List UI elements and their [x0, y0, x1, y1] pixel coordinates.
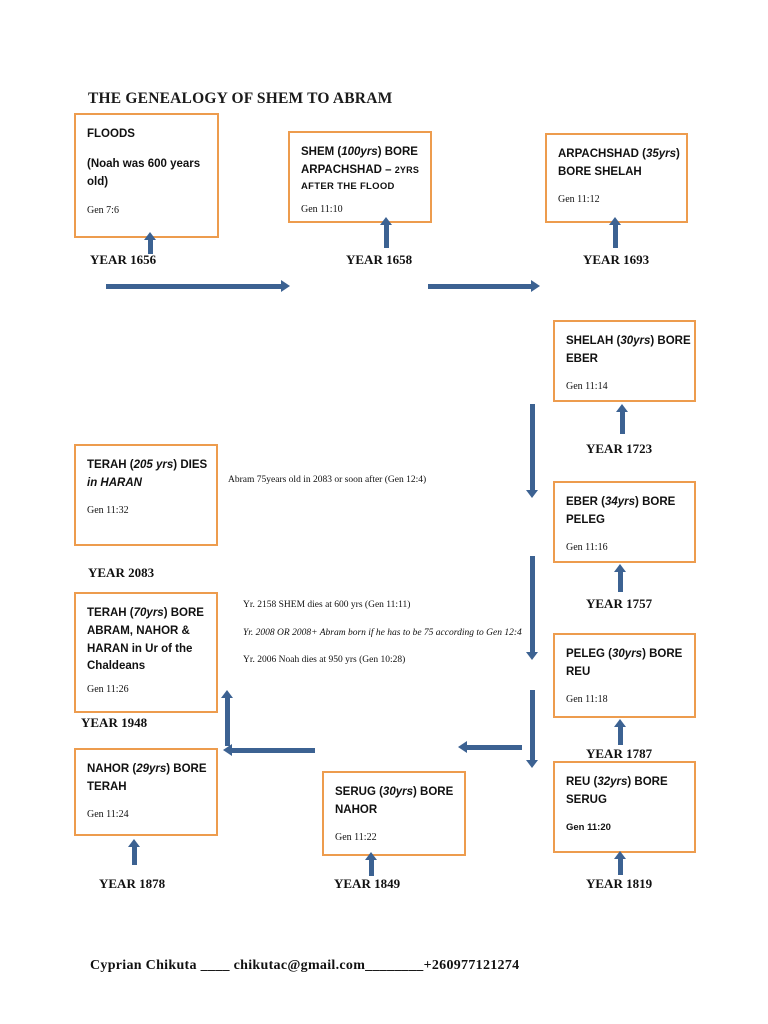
- year-1819-label: YEAR 1819: [586, 876, 653, 891]
- arrowhead-1656-right-icon: [281, 280, 290, 292]
- box-shelah-bore-eber: SHELAH (30yrs) BORE EBER Gen 11:14: [553, 320, 696, 402]
- peleg-reference: Gen 11:18: [566, 693, 608, 705]
- arrowhead-1658-right-icon: [531, 280, 540, 292]
- note-abram-born: Yr. 2008 OR 2008+ Abram born if he has t…: [243, 628, 522, 638]
- arrowhead-shelah-up-icon: [616, 404, 628, 412]
- box-nahor-bore-terah: NAHOR (29yrs) BORE TERAH Gen 11:24: [74, 748, 218, 836]
- connector-shem-to-year: [384, 223, 389, 248]
- year-1878-label: YEAR 1878: [99, 876, 166, 891]
- connector-peleg-to-year-1787: [618, 725, 623, 745]
- year-1787-label: YEAR 1787: [586, 746, 653, 761]
- box-eber-bore-peleg: EBER (34yrs) BORE PELEG Gen 11:16: [553, 481, 696, 563]
- terah-dies-line1: TERAH (205 yrs) DIES: [87, 459, 208, 471]
- terah-abram-line2: ABRAM, NAHOR &: [87, 624, 190, 637]
- arrowhead-nahor-left-icon: [223, 744, 232, 756]
- connector-floods-to-year: [148, 238, 153, 254]
- shelah-reference: Gen 11:14: [566, 380, 608, 392]
- connector-1656-to-1658: [106, 284, 281, 289]
- shelah-line2: EBER: [566, 352, 598, 365]
- note-shem-dies: Yr. 2158 SHEM dies at 600 yrs (Gen 11:11…: [243, 600, 411, 610]
- terah-abram-reference: Gen 11:26: [87, 684, 129, 696]
- shem-line2: ARPACHSHAD – 2YRS: [301, 163, 420, 176]
- arrowhead-reu-up-icon: [614, 851, 626, 859]
- arrowhead-serug-up-icon: [365, 852, 377, 860]
- eber-line1: EBER (34yrs) BORE: [566, 496, 676, 508]
- box-serug-bore-nahor: SERUG (30yrs) BORE NAHOR Gen 11:22: [322, 771, 466, 856]
- box-peleg-bore-reu: PELEG (30yrs) BORE REU Gen 11:18: [553, 633, 696, 718]
- nahor-reference: Gen 11:24: [87, 808, 129, 820]
- footer-contact: Cyprian Chikuta ____ chikutac@gmail.com_…: [90, 958, 520, 973]
- year-1757-label: YEAR 1757: [586, 596, 653, 611]
- eber-line2: PELEG: [566, 513, 605, 526]
- terah-dies-line2: in HARAN: [87, 476, 142, 489]
- arrowhead-mid1-down-icon: [526, 490, 538, 498]
- note-noah-dies: Yr. 2006 Noah dies at 950 yrs (Gen 10:28…: [243, 655, 406, 665]
- floods-line1: FLOODS: [87, 128, 135, 140]
- year-1656-label: YEAR 1656: [90, 252, 157, 267]
- shelah-line1: SHELAH (30yrs) BORE: [566, 335, 691, 347]
- serug-line2: NAHOR: [335, 803, 378, 816]
- connector-up-to-terah-abram: [225, 696, 230, 746]
- connector-vertical-1757-to-1787: [530, 556, 535, 652]
- connector-nahor-to-year-1878: [132, 845, 137, 865]
- note-abram-75: Abram 75years old in 2083 or soon after …: [228, 475, 427, 485]
- connector-to-serug-left: [467, 745, 522, 750]
- year-1693-label: YEAR 1693: [583, 252, 650, 267]
- arrowhead-floods-up-icon: [144, 232, 156, 240]
- year-1658-label: YEAR 1658: [346, 252, 413, 267]
- box-arpachshad-bore-shelah: ARPACHSHAD (35yrs) BORE SHELAH Gen 11:12: [545, 133, 688, 223]
- connector-serug-to-year-1849: [369, 858, 374, 876]
- year-1849-label: YEAR 1849: [334, 876, 401, 891]
- terah-abram-line1: TERAH (70yrs) BORE: [87, 607, 204, 619]
- connector-arpachshad-to-year: [613, 223, 618, 248]
- peleg-line2: REU: [566, 665, 591, 678]
- reu-line2: SERUG: [566, 793, 607, 806]
- nahor-line1: NAHOR (29yrs) BORE: [87, 763, 207, 775]
- arrowhead-mid2-down-icon: [526, 652, 538, 660]
- connector-vertical-1723-to-1757: [530, 404, 535, 490]
- shem-line3: AFTER THE FLOOD: [301, 180, 395, 192]
- arpachshad-reference: Gen 11:12: [558, 193, 600, 205]
- reu-reference: Gen 11:20: [566, 821, 611, 833]
- arrowhead-arpachshad-up-icon: [609, 217, 621, 225]
- shem-line1: SHEM (100yrs) BORE: [301, 146, 418, 158]
- year-1723-label: YEAR 1723: [586, 441, 653, 456]
- connector-1658-to-1693: [428, 284, 531, 289]
- arrowhead-eber-up-icon: [614, 564, 626, 572]
- peleg-line1: PELEG (30yrs) BORE: [566, 648, 683, 660]
- box-reu-bore-serug: REU (32yrs) BORE SERUG Gen 11:20: [553, 761, 696, 853]
- arrowhead-serug-left-icon: [458, 741, 467, 753]
- eber-reference: Gen 11:16: [566, 541, 608, 553]
- box-terah-bore-abram: TERAH (70yrs) BORE ABRAM, NAHOR & HARAN …: [74, 592, 218, 713]
- terah-abram-line3: HARAN in Ur of the: [87, 642, 193, 655]
- terah-abram-line4: Chaldeans: [87, 660, 146, 673]
- arpachshad-line2: BORE SHELAH: [558, 165, 642, 178]
- connector-to-nahor-left: [232, 748, 315, 753]
- page-title: THE GENEALOGY OF SHEM TO ABRAM: [88, 90, 393, 107]
- floods-line2: (Noah was 600 years old): [87, 157, 201, 188]
- box-terah-dies: TERAH (205 yrs) DIES in HARAN Gen 11:32: [74, 444, 218, 546]
- connector-vertical-1787-to-serug: [530, 690, 535, 760]
- arrowhead-peleg-up-icon: [614, 719, 626, 727]
- connector-eber-to-year-1757: [618, 570, 623, 592]
- box-floods: FLOODS (Noah was 600 years old) Gen 7:6: [74, 113, 219, 238]
- shem-reference: Gen 11:10: [301, 203, 343, 215]
- serug-line1: SERUG (30yrs) BORE: [335, 786, 454, 798]
- reu-line1: REU (32yrs) BORE: [566, 776, 668, 788]
- box-shem-bore-arpachshad: SHEM (100yrs) BORE ARPACHSHAD – 2YRS AFT…: [288, 131, 432, 223]
- year-1948-label: YEAR 1948: [81, 715, 148, 730]
- year-2083-label: YEAR 2083: [88, 565, 155, 580]
- terah-dies-reference: Gen 11:32: [87, 504, 129, 516]
- arpachshad-line1: ARPACHSHAD (35yrs): [558, 148, 680, 160]
- serug-reference: Gen 11:22: [335, 831, 377, 843]
- floods-reference: Gen 7:6: [87, 205, 119, 217]
- arrowhead-nahor-up-icon: [128, 839, 140, 847]
- connector-reu-to-year-1819: [618, 857, 623, 875]
- nahor-line2: TERAH: [87, 780, 127, 793]
- arrowhead-mid3-down-icon: [526, 760, 538, 768]
- arrowhead-terah-abram-up-icon: [221, 690, 233, 698]
- arrowhead-shem-up-icon: [380, 217, 392, 225]
- connector-shelah-to-year-1723: [620, 410, 625, 434]
